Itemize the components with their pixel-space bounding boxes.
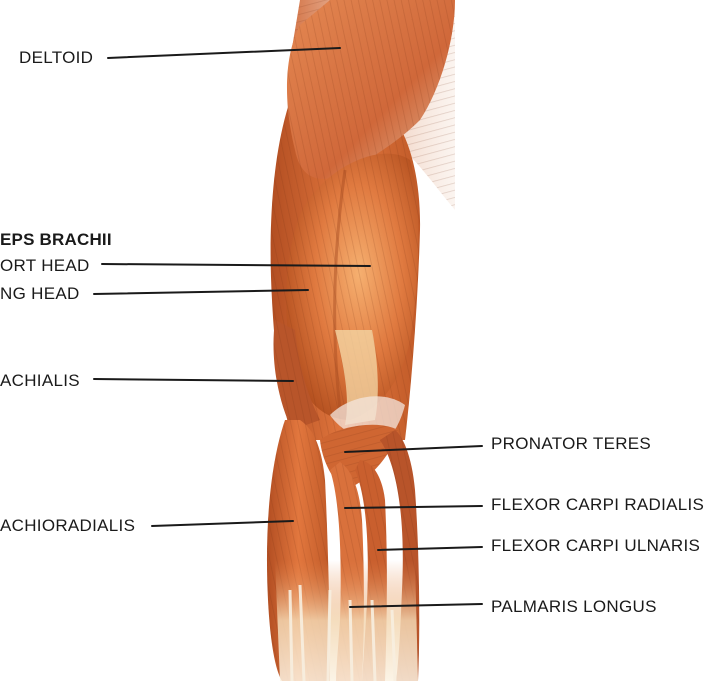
leader-lines (93, 47, 483, 608)
biceps-head-divider (333, 169, 347, 411)
label-deltoid: DELTOID (19, 48, 94, 67)
label-flexor-carpi-radialis: FLEXOR CARPI RADIALIS (491, 495, 705, 514)
leader-pronator-teres (344, 445, 483, 453)
leader-flexor-carpi-radialis (344, 505, 483, 509)
leader-short-head (101, 263, 371, 267)
label-brachioradialis: ACHIORADIALIS (0, 516, 136, 535)
leader-brachioradialis (151, 520, 294, 527)
label-brachialis: ACHIALIS (0, 371, 80, 390)
forearm-tendons (275, 560, 418, 681)
label-short-head: ORT HEAD (0, 256, 90, 275)
leader-palmaris-longus (349, 603, 483, 608)
tendon-strands (288, 584, 397, 681)
label-flexor-carpi-ulnaris: FLEXOR CARPI ULNARIS (491, 536, 701, 555)
label-palmaris-longus: PALMARIS LONGUS (491, 597, 657, 616)
leader-deltoid (107, 47, 341, 59)
label-biceps-brachii: EPS BRACHII (0, 230, 112, 249)
label-long-head: NG HEAD (0, 284, 80, 303)
leader-brachialis (93, 378, 294, 382)
label-pronator-teres: PRONATOR TERES (491, 434, 652, 453)
leader-flexor-carpi-ulnaris (377, 546, 483, 551)
leader-long-head (93, 289, 309, 295)
